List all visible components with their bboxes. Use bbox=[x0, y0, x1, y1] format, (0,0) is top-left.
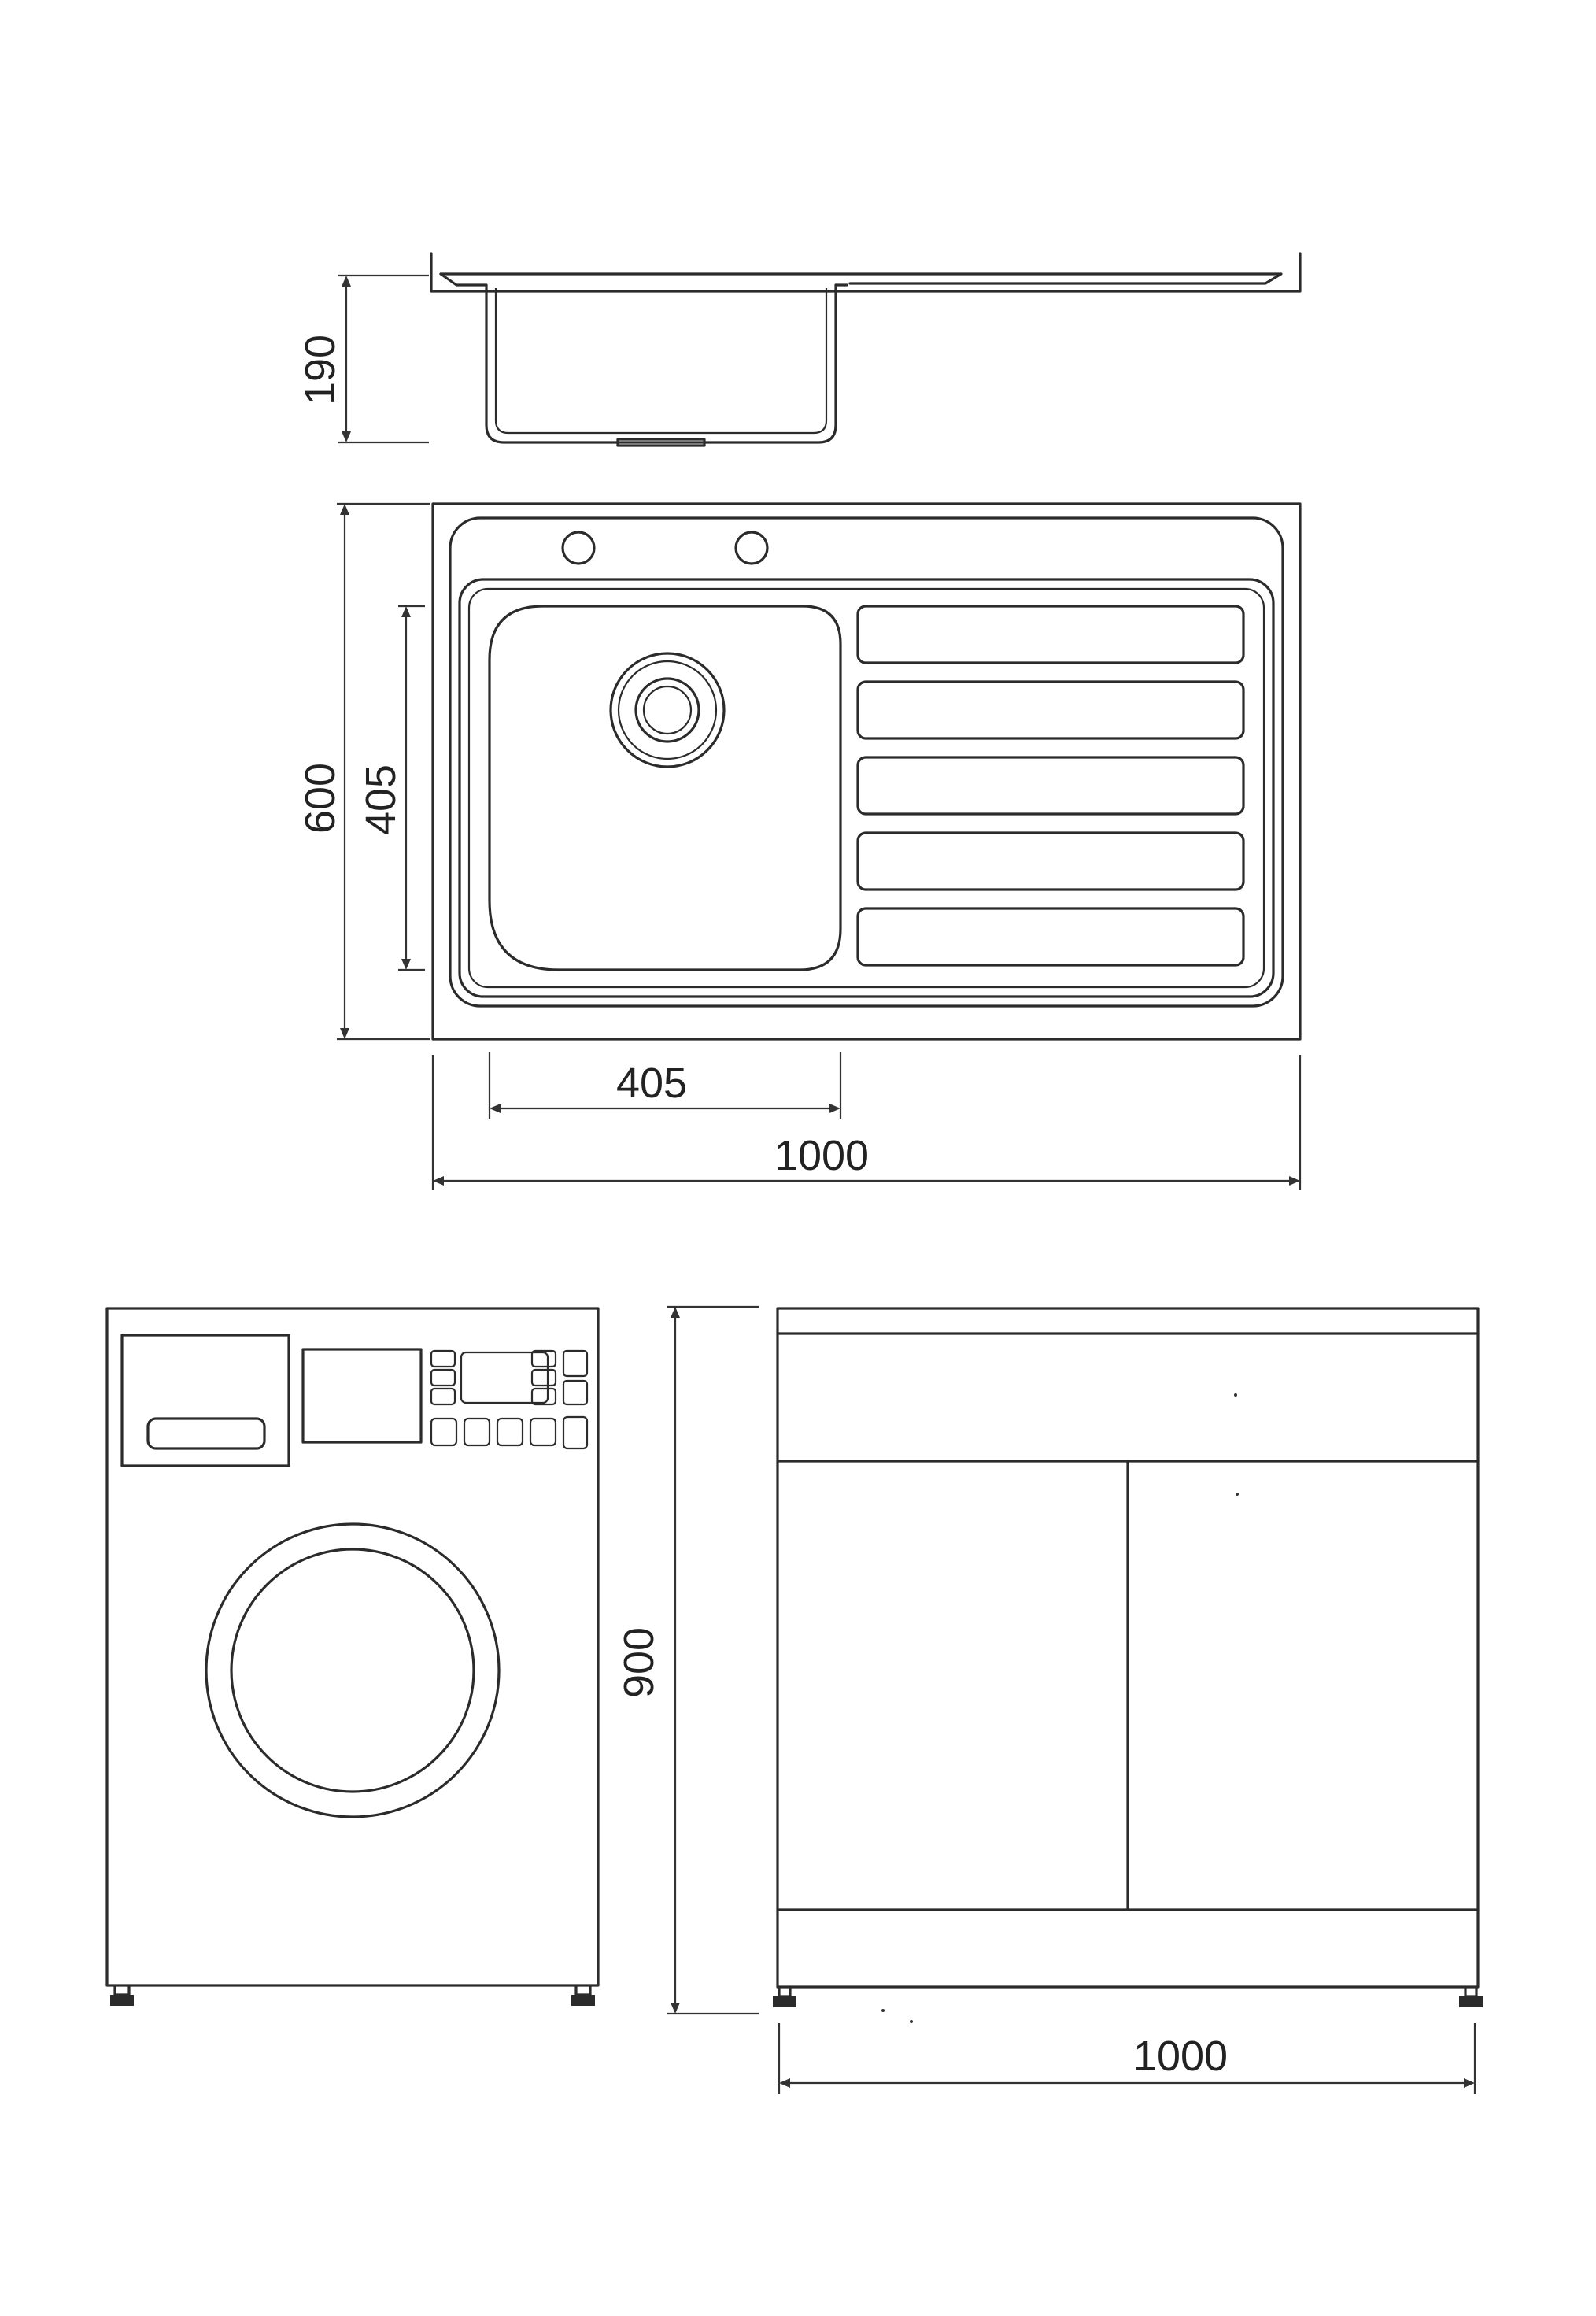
dimension-label-190: 190 bbox=[297, 335, 344, 405]
dimension-label-405-vertical: 405 bbox=[357, 764, 405, 835]
dimension-bowl-width: 405 bbox=[488, 1052, 842, 1119]
machine-feet bbox=[110, 1984, 595, 2006]
door-outer-ring bbox=[205, 1522, 501, 1818]
display-panel bbox=[301, 1348, 423, 1444]
sink-top-view bbox=[431, 502, 1302, 1041]
drainboard-ribs bbox=[856, 605, 1245, 967]
sink-bowl bbox=[488, 605, 842, 971]
tap-hole-left bbox=[561, 531, 596, 565]
control-buttons bbox=[430, 1349, 589, 1450]
dimension-sink-depth: 190 bbox=[297, 274, 429, 444]
tap-hole-right bbox=[734, 531, 769, 565]
dimension-bowl-depth: 405 bbox=[357, 605, 425, 971]
dimension-sink-width: 1000 bbox=[431, 1055, 1302, 1190]
cabinet-door-right bbox=[1130, 1464, 1475, 1907]
cabinet-door-left bbox=[781, 1464, 1125, 1907]
door-glass bbox=[230, 1548, 475, 1793]
cabinet-feet bbox=[773, 1985, 1483, 2007]
dimension-cabinet-width: 1000 bbox=[778, 2023, 1476, 2094]
dimension-label-600: 600 bbox=[297, 763, 344, 834]
sink-cabinet bbox=[773, 1307, 1483, 2023]
sink-side-view bbox=[430, 252, 1302, 447]
dimension-cabinet-height: 900 bbox=[615, 1305, 759, 2015]
dimension-sink-overall-depth: 600 bbox=[297, 502, 430, 1041]
drain-icon bbox=[609, 652, 726, 768]
detergent-drawer bbox=[120, 1334, 290, 1467]
dimension-label-405-horizontal: 405 bbox=[616, 1060, 687, 1107]
dimension-label-1000-cabinet: 1000 bbox=[1133, 2033, 1228, 2080]
washing-machine bbox=[105, 1307, 600, 2006]
drawer-handle bbox=[146, 1417, 266, 1450]
dimension-label-900: 900 bbox=[615, 1627, 663, 1698]
dimension-label-1000-sink: 1000 bbox=[774, 1132, 869, 1179]
